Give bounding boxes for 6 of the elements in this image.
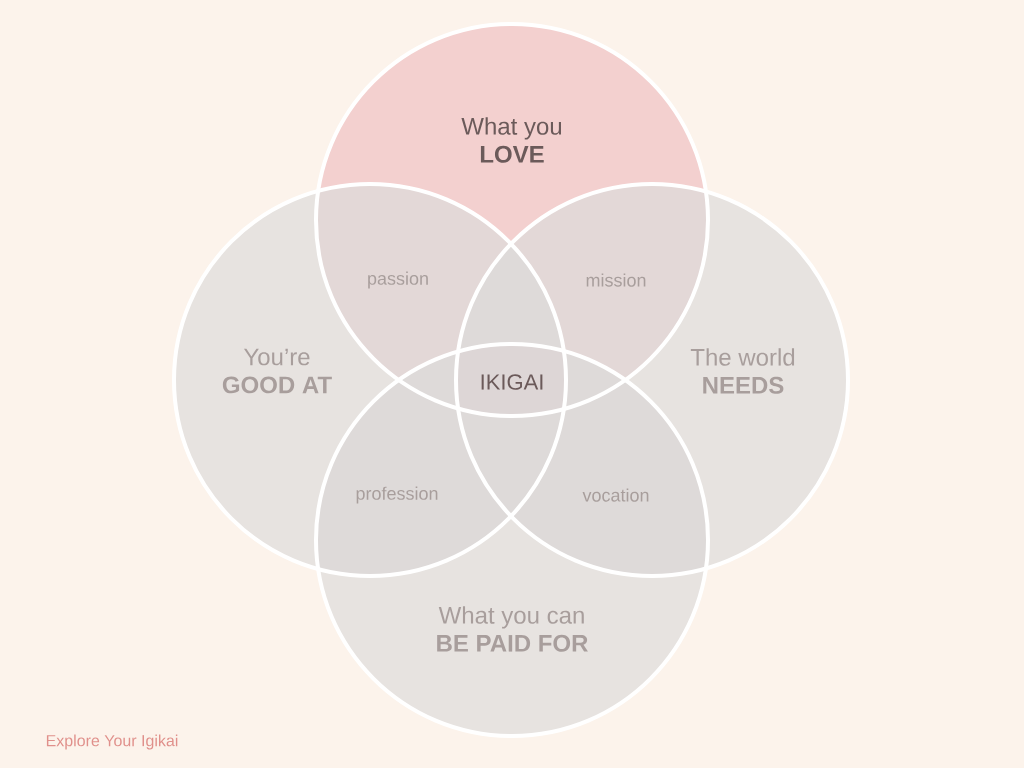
- region-label: vocation: [582, 488, 649, 502]
- footer-text: Explore Your Igikai: [46, 734, 178, 750]
- region-label: profession: [356, 486, 438, 504]
- region-label: passion: [368, 271, 428, 289]
- region-label: IKIGAI: [481, 374, 543, 390]
- region-label: mission: [586, 273, 646, 287]
